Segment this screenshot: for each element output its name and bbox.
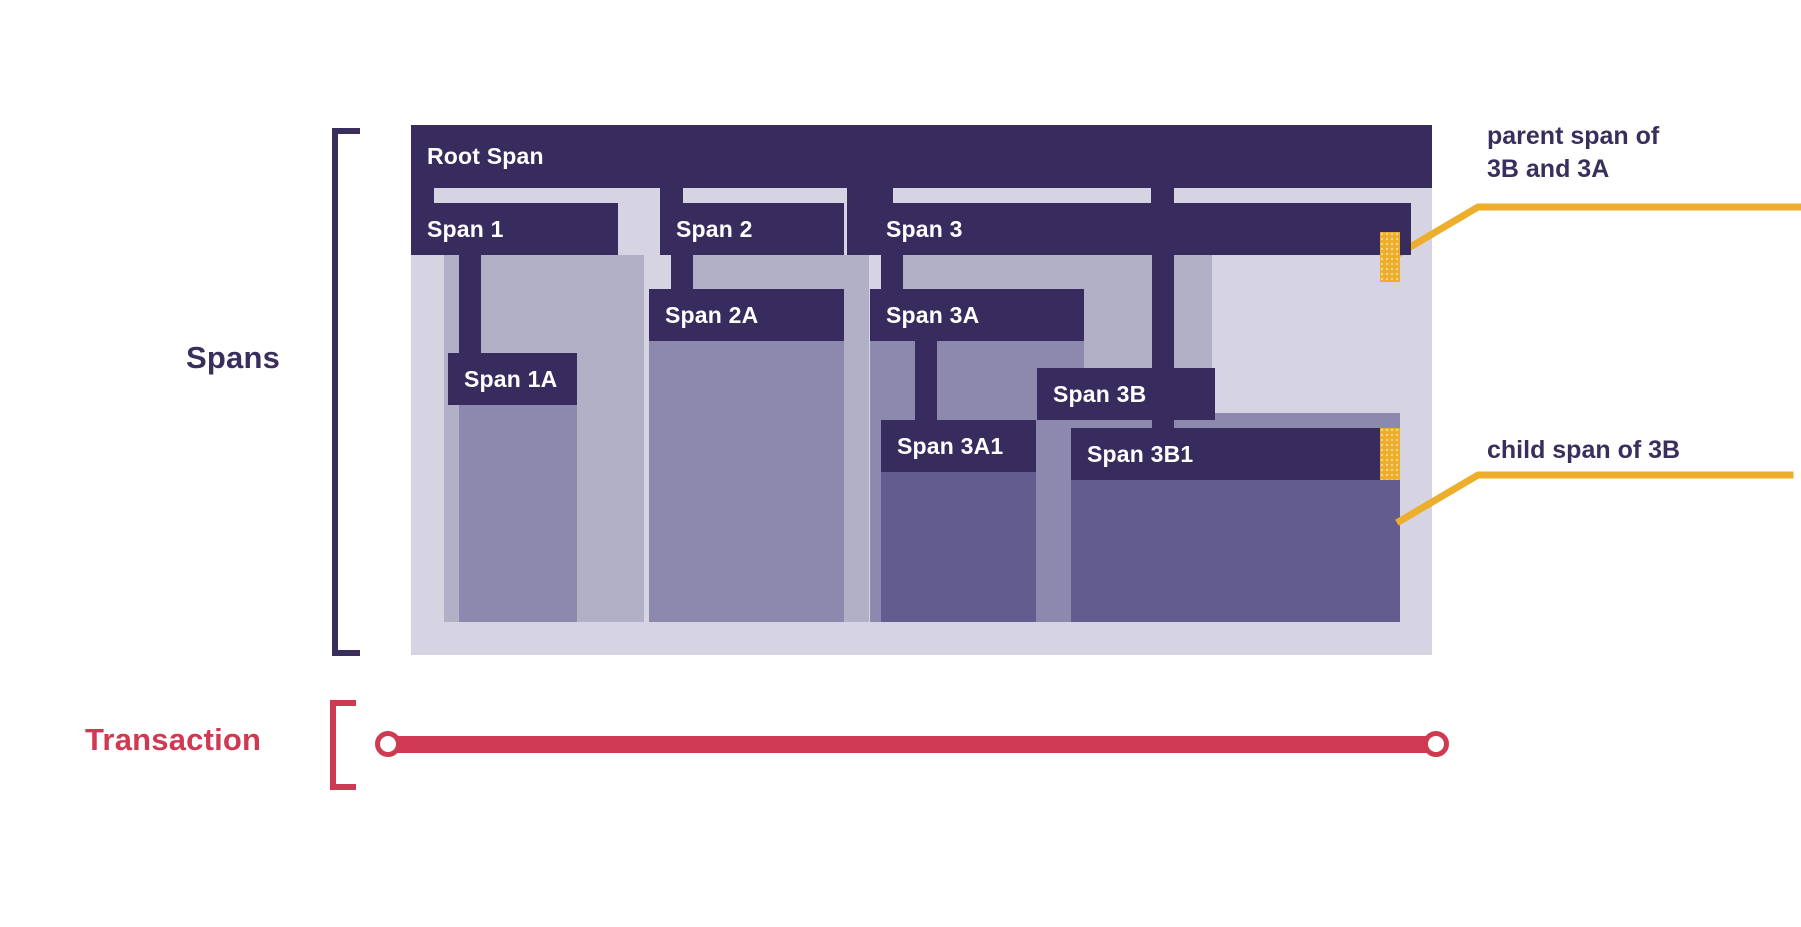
span-label-3a1: Span 3A1 [897,432,1004,459]
span-bar-3b1[interactable]: Span 3B1 [1071,428,1400,480]
span2-right-wall [847,188,870,255]
span-bar-1a[interactable]: Span 1A [448,353,577,405]
span-label-2: Span 2 [676,215,753,242]
span-label-3b1: Span 3B1 [1087,440,1194,467]
transaction-section-label: Transaction [85,722,262,757]
annotation-leader-line-child [1395,471,1794,526]
span-bar-1[interactable]: Span 1 [411,203,618,255]
leader-polyline-child [1395,471,1794,526]
span-bar-2[interactable]: Span 2 [660,203,844,255]
span-label-3: Span 3 [886,215,963,242]
spans-section-label: Spans [186,340,281,375]
span-bar-3[interactable]: Span 3 [870,203,1411,255]
span-label-1: Span 1 [427,215,504,242]
leader-polyline-parent [1395,203,1801,258]
span2a-fill [649,293,844,622]
span1a-fill [459,380,577,622]
span3a1-left-wall [915,341,937,436]
spans-waterfall: Root Span Span 1 Span 1A Span 2 Span 2A [411,125,1432,655]
annotation-text-child: child span of 3B [1487,436,1681,464]
span-label-root: Root Span [427,143,544,169]
span3b1-fill [1071,475,1400,622]
highlight-span3b1-right-edge [1380,428,1400,480]
span-bar-3a1[interactable]: Span 3A1 [881,420,1036,472]
span-label-2a: Span 2A [665,301,759,328]
annotation-text-parent: parent span of 3B and 3A [1487,122,1660,183]
transaction-timeline-bar [385,736,1435,753]
span-bar-root[interactable]: Root Span [411,125,1432,188]
span3b-left-wall [1152,255,1174,377]
span-bar-3b[interactable]: Span 3B [1037,368,1215,420]
span-label-3a: Span 3A [886,301,980,328]
span-bar-3a[interactable]: Span 3A [870,289,1084,341]
transaction-bracket [330,700,356,790]
span-bar-2a[interactable]: Span 2A [649,289,844,341]
transaction-end-marker [1423,731,1449,757]
span-label-3b: Span 3B [1053,380,1147,407]
span3a1-fill [881,465,1036,622]
spans-bracket [332,128,360,656]
highlight-span3-right-edge [1380,232,1400,282]
annotation-leader-line-parent [1395,203,1801,258]
span-label-1a: Span 1A [464,365,558,392]
transaction-start-marker [375,731,401,757]
